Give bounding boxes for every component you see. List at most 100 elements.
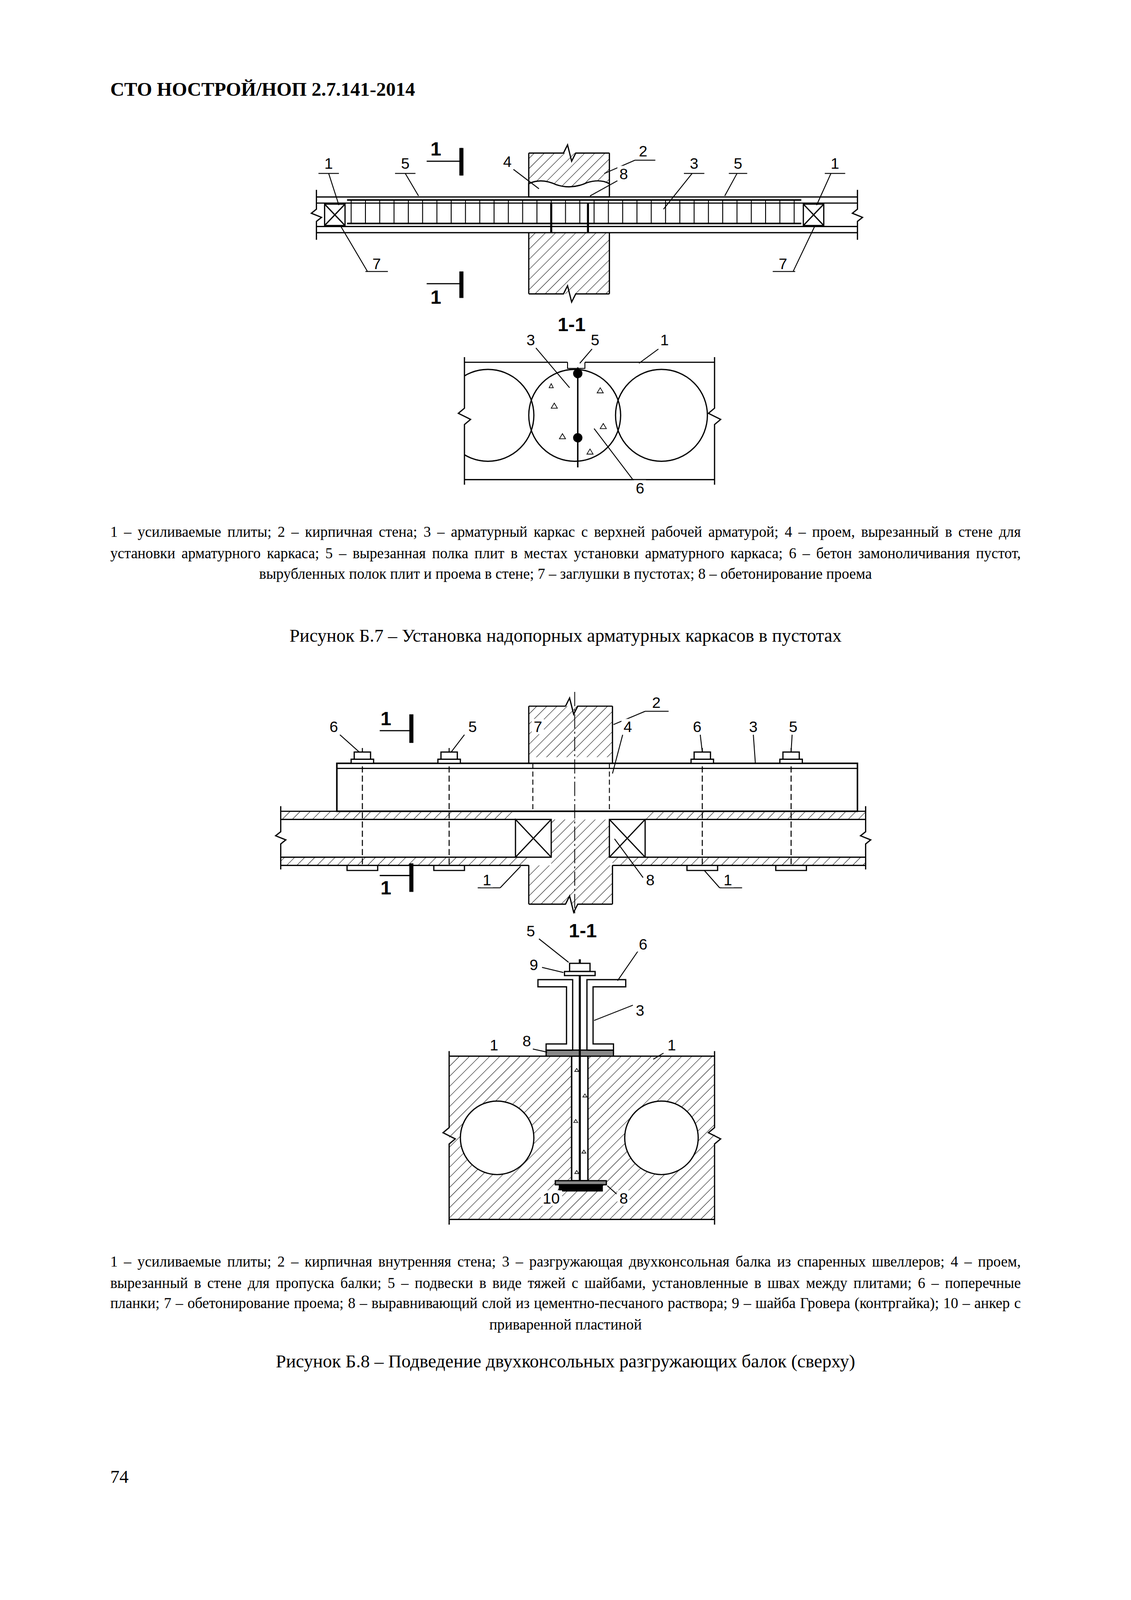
fig-b7-elevation-part <box>311 189 863 240</box>
callout-number: 8 <box>643 872 657 888</box>
fig-b8-elevation-part <box>362 748 792 866</box>
callout-number: 5 <box>398 155 412 172</box>
fig-b8-elevation-part <box>280 811 866 866</box>
fig-b8-elevation-part <box>528 706 613 758</box>
fig-b7-section-part <box>464 369 708 462</box>
callout-number: 6 <box>633 480 647 496</box>
fig-b8-elevation-part <box>275 806 871 871</box>
fig-b7-section-part <box>567 362 585 369</box>
figure-caption: Рисунок Б.7 – Установка надопорных армат… <box>110 625 1022 648</box>
fig-b8-section-part <box>532 938 664 1194</box>
callout-number: 2 <box>636 143 650 159</box>
fig-b8-elevation-part <box>532 763 610 812</box>
callout-number: 10 <box>540 1190 562 1207</box>
fig-b7-elevation-part <box>426 283 462 285</box>
fig-b7-elevation-part <box>528 153 610 198</box>
section-mark: 1 <box>378 878 394 898</box>
callout-number: 8 <box>520 1033 534 1049</box>
fig-b7-section-part <box>458 357 721 485</box>
fig-b7-elevation-part <box>459 147 464 176</box>
fig-b7-elevation-part <box>528 153 610 198</box>
fig-b8-section <box>443 938 721 1225</box>
callout-number: 7 <box>531 719 545 735</box>
fig-b8-elevation-part <box>551 819 610 866</box>
fig-b8-elevation-part <box>339 711 793 888</box>
fig-b8-elevation-part <box>336 763 858 812</box>
fig-b7-elevation-part <box>347 200 802 224</box>
fig-b7-elevation-part <box>803 203 824 226</box>
fig-b7-elevation-part <box>528 232 610 294</box>
section-mark: 1 <box>428 287 444 308</box>
fig-b7-section-part <box>577 367 579 468</box>
callout-number: 1 <box>322 155 336 172</box>
figure-caption: Рисунок Б.8 – Подведение двухконсольных … <box>110 1351 1022 1374</box>
fig-b7-elevation-part <box>324 203 345 226</box>
fig-b8-elevation-part <box>336 767 858 770</box>
legend-text: 1 – усиливаемые плиты; 2 – кирпичная сте… <box>110 521 1022 585</box>
fig-b8-section-part-part <box>624 1101 699 1175</box>
fig-b7-section-part <box>528 369 621 462</box>
fig-b8-elevation-part <box>574 692 576 917</box>
fig-b8-section-part <box>448 1056 715 1220</box>
fig-b8-elevation-part <box>609 819 646 858</box>
fig-b8-elevation-part <box>528 698 613 764</box>
fig-b8-section-part-part <box>460 1101 534 1175</box>
fig-b8-elevation-part <box>280 811 516 820</box>
fig-b8-elevation-part <box>515 819 552 858</box>
callout-number: 6 <box>690 719 704 735</box>
fig-b7-elevation-part <box>316 197 858 233</box>
section-mark: 1 <box>378 708 394 729</box>
callout-number: 5 <box>731 155 745 172</box>
fig-b7-elevation-part <box>528 145 610 162</box>
fig-b7-section-part <box>536 348 659 480</box>
callout-number: 5 <box>524 923 538 939</box>
callout-number: 6 <box>327 719 341 735</box>
page-header: СТО НОСТРОЙ/НОП 2.7.141-2014 <box>110 78 416 102</box>
section-mark: 1 <box>428 139 444 159</box>
callout-number: 3 <box>687 155 701 172</box>
callout-number: 3 <box>524 332 538 348</box>
section-mark: 1-1 <box>566 921 599 941</box>
page-number: 74 <box>110 1466 129 1489</box>
callout-number: 8 <box>617 166 631 182</box>
callout-number: 7 <box>370 255 384 272</box>
callout-number: 1 <box>665 1037 678 1053</box>
callout-number: 1 <box>487 1037 501 1053</box>
callout-number: 5 <box>466 719 480 735</box>
fig-b7-elevation-part <box>318 160 845 272</box>
callout-number: 3 <box>746 719 760 735</box>
fig-b8-elevation-part <box>409 863 414 893</box>
fig-b8-section-part <box>587 979 626 1051</box>
fig-b7-section-part-part <box>615 369 708 462</box>
legend-text: 1 – усиливаемые плиты; 2 – кирпичная вну… <box>110 1251 1022 1336</box>
callout-number: 8 <box>617 1190 631 1207</box>
callout-number: 4 <box>500 153 514 170</box>
fig-b7-section-part-part <box>464 369 534 462</box>
fig-b7-elevation-part <box>459 271 464 298</box>
callout-number: 9 <box>527 957 541 973</box>
fig-b7-section-part <box>549 383 607 454</box>
fig-b8-elevation-part <box>409 714 414 744</box>
callout-number: 7 <box>776 255 790 272</box>
fig-b7-section <box>442 348 721 485</box>
fig-b8-elevation <box>275 692 871 917</box>
fig-b7-elevation-part <box>324 203 345 226</box>
callout-number: 2 <box>650 694 663 711</box>
callout-number: 1 <box>721 872 735 888</box>
callout-number: 1 <box>658 332 672 348</box>
fig-b8-elevation-part <box>347 865 807 871</box>
section-mark: 1-1 <box>555 314 588 335</box>
fig-b8-elevation-part <box>612 857 866 866</box>
fig-b8-section-part <box>564 971 595 976</box>
fig-b8-elevation-part <box>515 819 552 858</box>
fig-b8-elevation-part <box>609 819 646 858</box>
fig-b8-elevation-part <box>379 730 412 732</box>
fig-b8-section-part <box>537 979 573 1051</box>
callout-number: 4 <box>621 719 635 735</box>
fig-b8-section-part <box>443 1051 721 1225</box>
fig-b7-section-part <box>573 433 582 443</box>
fig-b8-section-part <box>578 959 581 1184</box>
fig-b8-section-part <box>559 1185 603 1192</box>
fig-b8-elevation-part <box>528 865 613 913</box>
fig-b7-elevation-part <box>528 181 610 198</box>
